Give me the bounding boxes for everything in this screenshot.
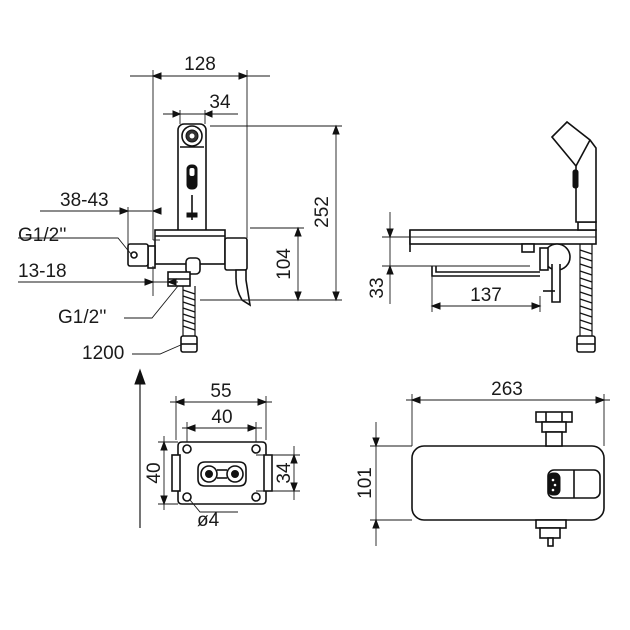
dim-head-34: 34	[209, 92, 231, 113]
dim-length-137: 137	[470, 285, 502, 306]
dim-thread-g12-top: G1/2''	[18, 225, 66, 246]
dim-thread-g12-bottom: G1/2''	[58, 307, 106, 328]
dim-plate-height-40: 40	[144, 462, 165, 483]
dim-width-101: 101	[355, 467, 376, 499]
dim-outer-width-55: 55	[210, 381, 231, 402]
top-view: 263 101	[355, 379, 610, 547]
dim-offset-13-18: 13-18	[18, 261, 67, 282]
front-view: 128 34	[18, 54, 342, 364]
side-view: 33 137	[367, 120, 597, 353]
dim-inner-height-34: 34	[274, 462, 295, 484]
dim-length-263: 263	[491, 379, 523, 400]
hose	[180, 286, 198, 353]
top-body-outline	[411, 445, 605, 521]
spray-face-icon	[181, 125, 203, 147]
dim-inner-width-40: 40	[211, 407, 232, 428]
up-arrow-icon	[134, 368, 146, 528]
dim-depth-33: 33	[367, 277, 388, 298]
dim-range-38-43: 38-43	[60, 190, 109, 211]
dim-hose-1200: 1200	[82, 343, 124, 364]
dim-width-128: 128	[184, 54, 216, 75]
dim-outlet-104: 104	[274, 248, 295, 280]
dim-hole-4: ø4	[197, 510, 220, 531]
plate-view: 55 40 40 34	[144, 381, 300, 531]
dim-height-252: 252	[312, 196, 333, 228]
